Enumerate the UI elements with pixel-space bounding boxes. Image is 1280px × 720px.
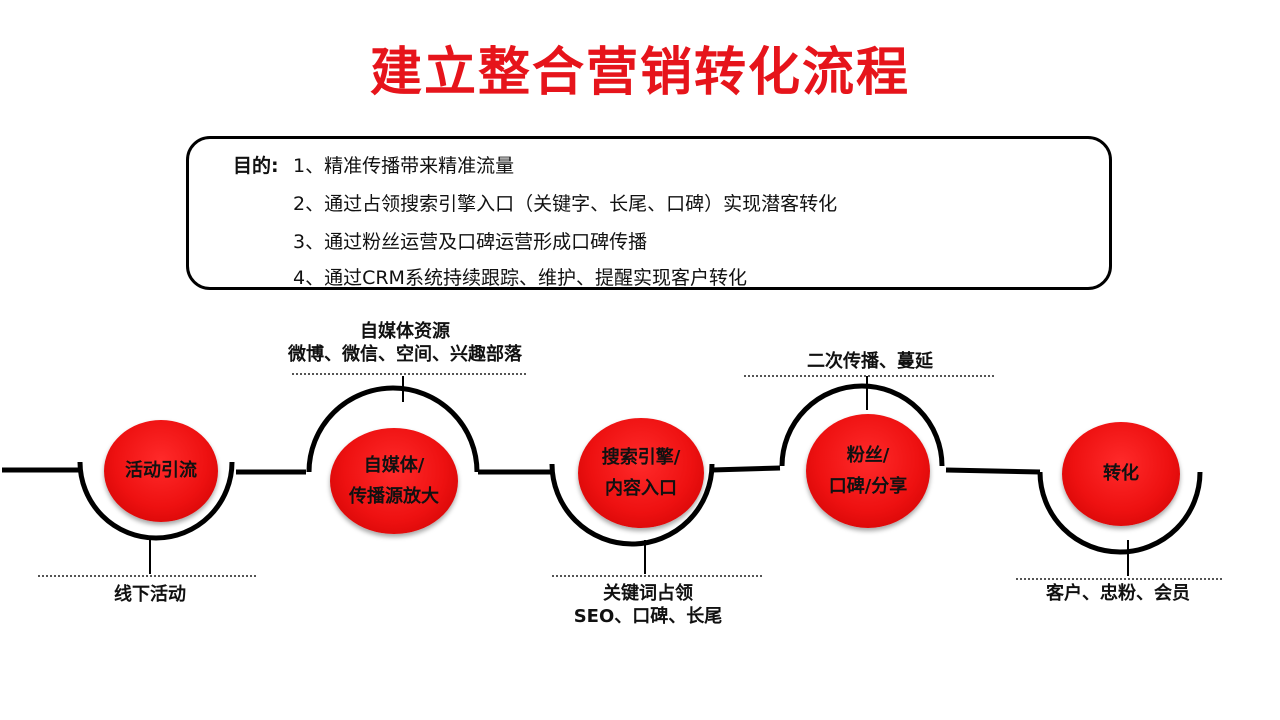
flow-connector bbox=[711, 465, 781, 473]
stage-annotation: 线下活动 bbox=[50, 583, 250, 606]
flow-arc-down bbox=[549, 463, 715, 547]
stage-label: 口碑/分享 bbox=[828, 476, 908, 497]
stage-circle: 转化 bbox=[1062, 422, 1180, 526]
stage-label: 搜索引擎/ bbox=[601, 446, 681, 468]
stage-circle: 搜索引擎/ 内容入口 bbox=[578, 418, 704, 528]
stage-annotation: 二次传播、蔓延 bbox=[750, 350, 990, 373]
flow-arc-down bbox=[77, 461, 235, 541]
stage-label: 转化 bbox=[1103, 463, 1139, 485]
purpose-label: 目的: bbox=[233, 155, 279, 177]
purpose-item: 1、精准传播带来精准流量 bbox=[293, 155, 515, 177]
annotation-text: 自媒体资源 bbox=[360, 321, 450, 342]
flow-arc-up bbox=[779, 383, 945, 467]
annotation-text: SEO、口碑、长尾 bbox=[573, 606, 723, 628]
flow-connector bbox=[945, 467, 1041, 475]
page-title: 建立整合营销转化流程 bbox=[369, 43, 910, 103]
stage-label: 内容入口 bbox=[604, 478, 677, 499]
flow-arc-up bbox=[306, 385, 480, 473]
stage-circle: 粉丝/ 口碑/分享 bbox=[806, 414, 930, 528]
purpose-item: 4、通过CRM系统持续跟踪、维护、提醒实现客户转化 bbox=[293, 267, 747, 289]
annotation-text: 二次传播、蔓延 bbox=[807, 351, 933, 372]
stage-circle: 自媒体/ 传播源放大 bbox=[330, 428, 458, 534]
stage-annotation: 自媒体资源 微博、微信、空间、兴趣部落 bbox=[280, 320, 530, 367]
purpose-item: 3、通过粉丝运营及口碑运营形成口碑传播 bbox=[293, 231, 648, 253]
annotation-text: 客户、忠粉、会员 bbox=[1046, 583, 1190, 604]
purpose-box: 目的: 1、精准传播带来精准流量 2、通过占领搜索引擎入口（关键字、长尾、口碑）… bbox=[186, 136, 1112, 290]
flow-arc-down bbox=[1037, 471, 1203, 555]
stage-label: 传播源放大 bbox=[349, 486, 439, 507]
stage-label: 粉丝/ bbox=[846, 444, 890, 466]
stage-circle: 活动引流 bbox=[104, 420, 218, 522]
annotation-text: 关键词占领 bbox=[603, 583, 693, 604]
stage-label: 自媒体/ bbox=[363, 454, 425, 476]
stage-annotation: 客户、忠粉、会员 bbox=[1018, 582, 1218, 605]
stage-label: 活动引流 bbox=[125, 460, 197, 482]
annotation-text: 线下活动 bbox=[114, 584, 186, 605]
annotation-text: 微博、微信、空间、兴趣部落 bbox=[288, 344, 522, 366]
purpose-item: 2、通过占领搜索引擎入口（关键字、长尾、口碑）实现潜客转化 bbox=[293, 193, 838, 215]
stage-annotation: 关键词占领 SEO、口碑、长尾 bbox=[548, 582, 748, 629]
